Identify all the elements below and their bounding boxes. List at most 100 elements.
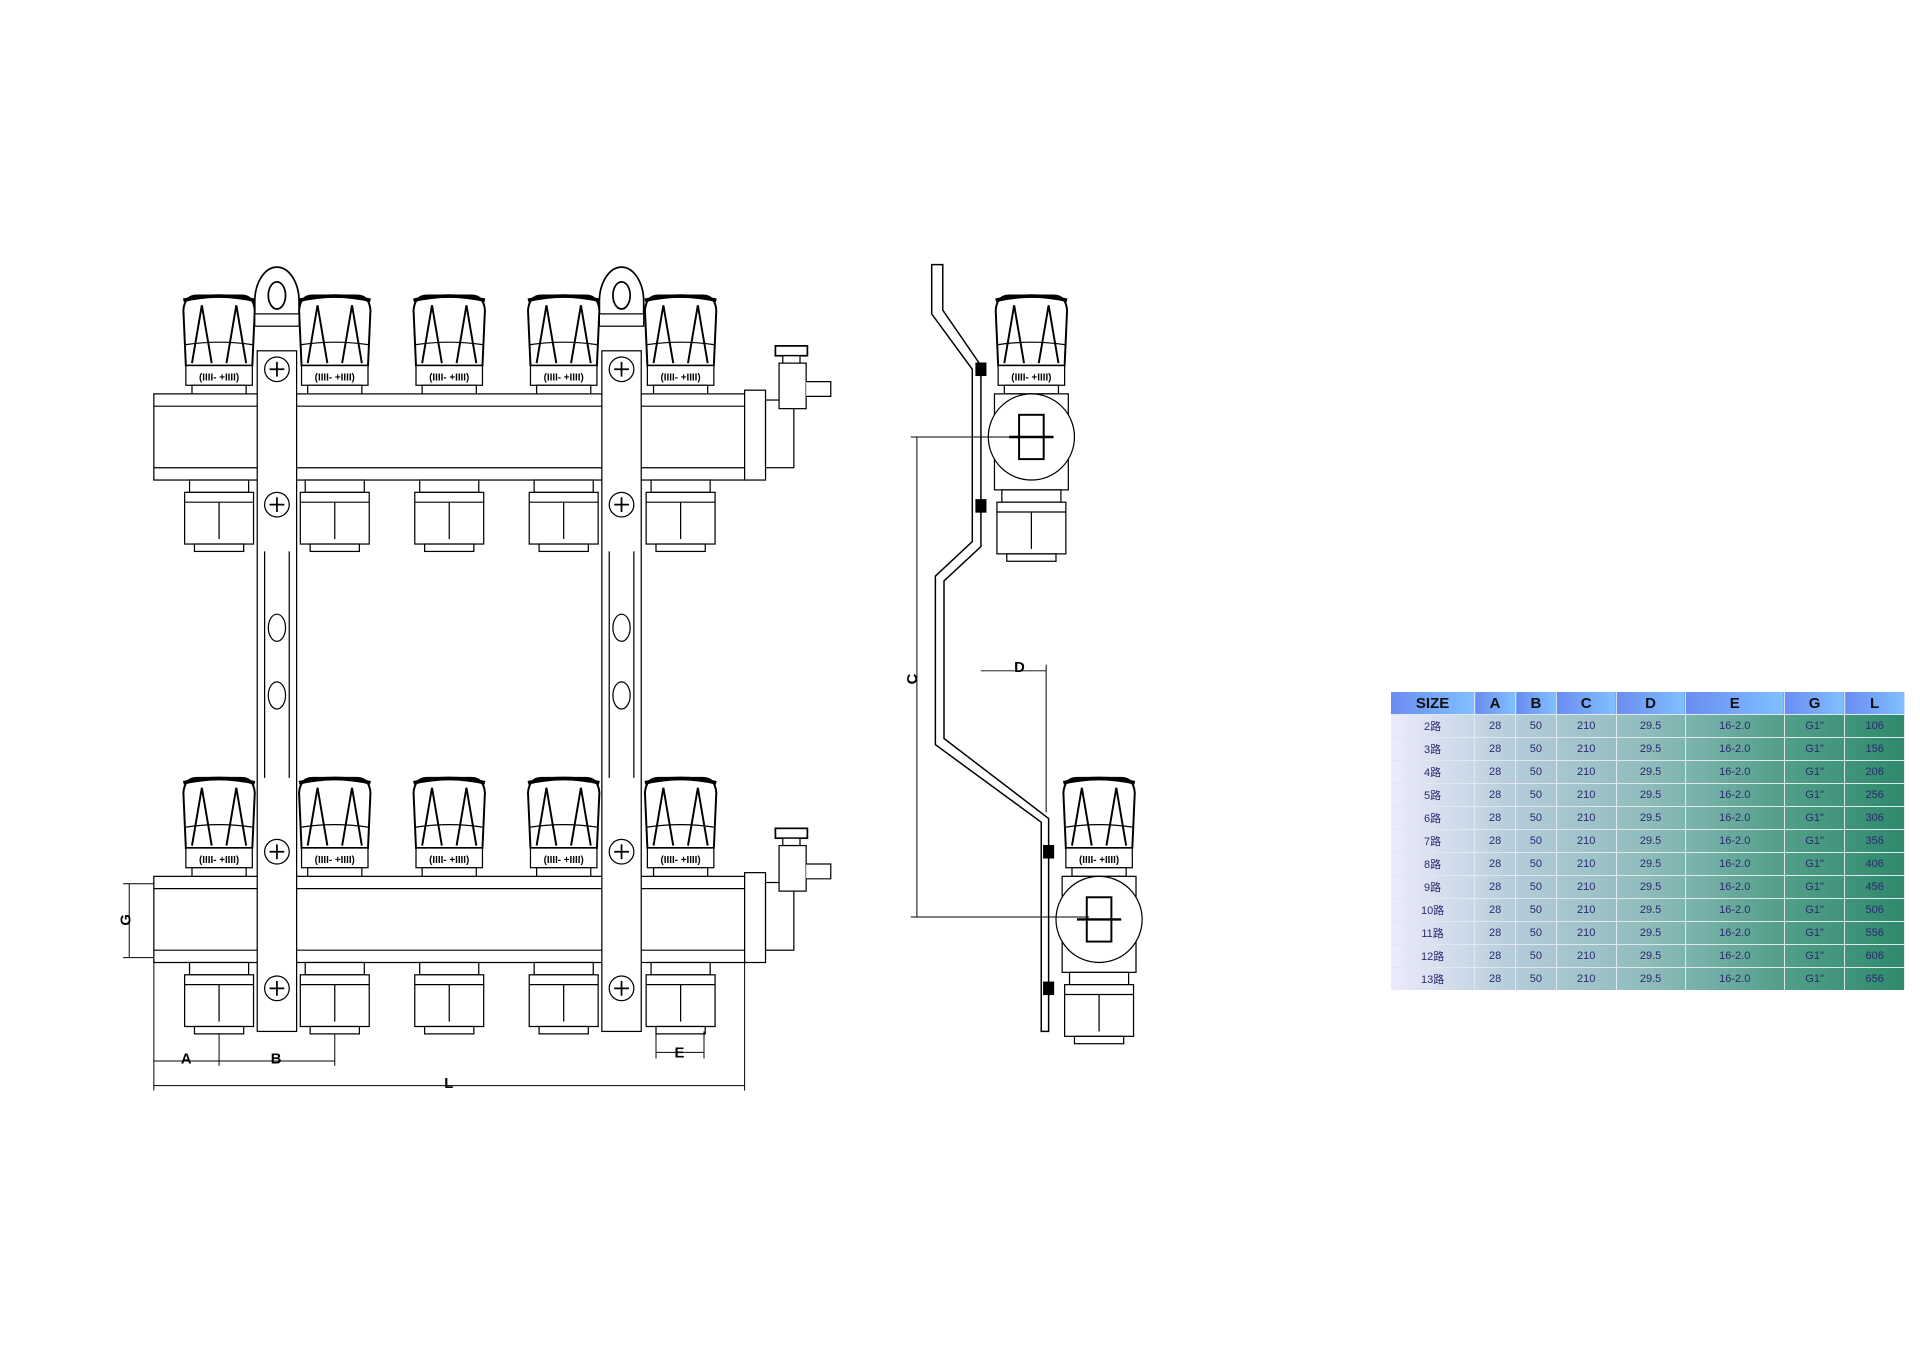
table-cell: 210 bbox=[1556, 967, 1617, 990]
outlet-fitting bbox=[184, 961, 255, 1035]
screw-icon bbox=[608, 491, 635, 518]
bracket-slot bbox=[612, 681, 631, 710]
table-cell: 506 bbox=[1844, 898, 1905, 922]
table-cell: 16-2.0 bbox=[1685, 967, 1785, 990]
screw-icon bbox=[264, 491, 290, 518]
bracket-slot bbox=[612, 613, 631, 642]
dim-label-e: E bbox=[674, 1045, 684, 1061]
manifold-front-view: (IIII- +IIII) (IIII- +IIII) (IIII- +IIII) (… bbox=[153, 266, 832, 1035]
knob-scale-label: (IIII- +IIII) bbox=[429, 855, 469, 866]
side-bracket-profile bbox=[930, 263, 1050, 1033]
knob-scale-label: (IIII- +IIII) bbox=[544, 372, 584, 383]
table-cell: 210 bbox=[1556, 875, 1617, 899]
table-cell: 210 bbox=[1556, 714, 1617, 738]
vent-body bbox=[778, 362, 807, 410]
table-cell: 13路 bbox=[1391, 967, 1476, 990]
table-cell: G1" bbox=[1784, 829, 1846, 853]
table-cell: 29.5 bbox=[1616, 898, 1686, 922]
table-cell: G1" bbox=[1784, 921, 1846, 945]
air-vent-valve bbox=[774, 345, 832, 410]
vent-knurled-cap bbox=[774, 345, 809, 357]
outlet-fitting bbox=[184, 479, 255, 553]
valve-knob: (IIII- +IIII) bbox=[527, 294, 601, 395]
end-cap bbox=[764, 399, 795, 469]
table-cell: 256 bbox=[1844, 783, 1905, 807]
table-cell: G1" bbox=[1784, 806, 1846, 830]
knob-scale-label: (IIII- +IIII) bbox=[199, 855, 239, 866]
table-cell: 16-2.0 bbox=[1685, 944, 1785, 968]
valve-knob: (IIII- +IIII) bbox=[643, 294, 718, 395]
table-cell: 50 bbox=[1515, 760, 1557, 784]
dimension-labels: A B L E G C D bbox=[118, 660, 1025, 1092]
knob-scale-label: (IIII- +IIII) bbox=[544, 855, 584, 866]
outlet-fitting bbox=[996, 489, 1067, 562]
column-header-g: G bbox=[1784, 692, 1846, 715]
table-cell: 50 bbox=[1515, 714, 1557, 738]
table-cell: 50 bbox=[1515, 852, 1557, 876]
table-cell: 16-2.0 bbox=[1685, 875, 1785, 899]
table-cell: 29.5 bbox=[1616, 829, 1686, 853]
vent-knurled-cap bbox=[774, 827, 809, 840]
end-nut bbox=[744, 872, 767, 964]
table-cell: 16-2.0 bbox=[1685, 898, 1785, 922]
column-header-e: E bbox=[1685, 692, 1785, 715]
outlet-fitting bbox=[645, 961, 716, 1035]
table-cell: G1" bbox=[1784, 783, 1846, 807]
valve-knob: (IIII- +IIII) bbox=[182, 294, 256, 395]
outlet-fitting bbox=[645, 479, 716, 553]
outlet-fitting bbox=[528, 479, 599, 553]
screw-icon bbox=[264, 975, 290, 1002]
side-valve: (IIII- +IIII) bbox=[1043, 776, 1143, 1045]
column-header-d: D bbox=[1616, 692, 1686, 715]
table-cell: 50 bbox=[1515, 967, 1557, 990]
bracket-strip bbox=[256, 350, 298, 1033]
table-cell: 50 bbox=[1515, 829, 1557, 853]
table-cell: G1" bbox=[1784, 737, 1846, 761]
table-cell: 156 bbox=[1844, 737, 1905, 761]
column-header-l: L bbox=[1844, 692, 1905, 715]
dim-label-g: G bbox=[118, 914, 134, 925]
knob-scale-label: (IIII- +IIII) bbox=[315, 372, 355, 383]
table-cell: 28 bbox=[1474, 898, 1517, 922]
table-cell: 29.5 bbox=[1616, 737, 1686, 761]
bracket-slot bbox=[267, 613, 287, 642]
table-cell: 206 bbox=[1844, 760, 1905, 784]
valve-knob: (IIII- +IIII) bbox=[182, 776, 256, 877]
table-cell: G1" bbox=[1784, 898, 1846, 922]
table-cell: 50 bbox=[1515, 783, 1557, 807]
table-cell: 7路 bbox=[1391, 829, 1476, 853]
mounting-bracket bbox=[598, 266, 645, 1033]
screw-icon bbox=[608, 838, 635, 865]
table-cell: G1" bbox=[1784, 967, 1846, 990]
dimension-lines bbox=[123, 436, 1090, 1091]
manifold-side-view: (IIII- +IIII)(IIII- +IIII) bbox=[930, 263, 1143, 1045]
table-cell: 3路 bbox=[1391, 737, 1476, 761]
table-cell: 210 bbox=[1556, 921, 1617, 945]
table-cell: 6路 bbox=[1391, 806, 1476, 830]
table-cell: 28 bbox=[1474, 921, 1517, 945]
table-cell: G1" bbox=[1784, 944, 1846, 968]
table-cell: 29.5 bbox=[1616, 806, 1686, 830]
dim-label-b: B bbox=[271, 1051, 282, 1067]
manifold-bar bbox=[153, 393, 746, 481]
end-nut bbox=[744, 389, 767, 481]
knob-scale-label: (IIII- +IIII) bbox=[199, 372, 239, 383]
table-cell: 16-2.0 bbox=[1685, 806, 1785, 830]
table-cell: 28 bbox=[1474, 852, 1517, 876]
knob-scale-label: (IIII- +IIII) bbox=[429, 372, 469, 383]
dim-label-c: C bbox=[905, 673, 921, 684]
end-cap bbox=[764, 881, 795, 951]
table-cell: 656 bbox=[1844, 967, 1905, 990]
screw-icon bbox=[608, 975, 635, 1002]
table-cell: 210 bbox=[1556, 783, 1617, 807]
table-cell: 29.5 bbox=[1616, 760, 1686, 784]
table-cell: 16-2.0 bbox=[1685, 760, 1785, 784]
table-cell: 50 bbox=[1515, 921, 1557, 945]
